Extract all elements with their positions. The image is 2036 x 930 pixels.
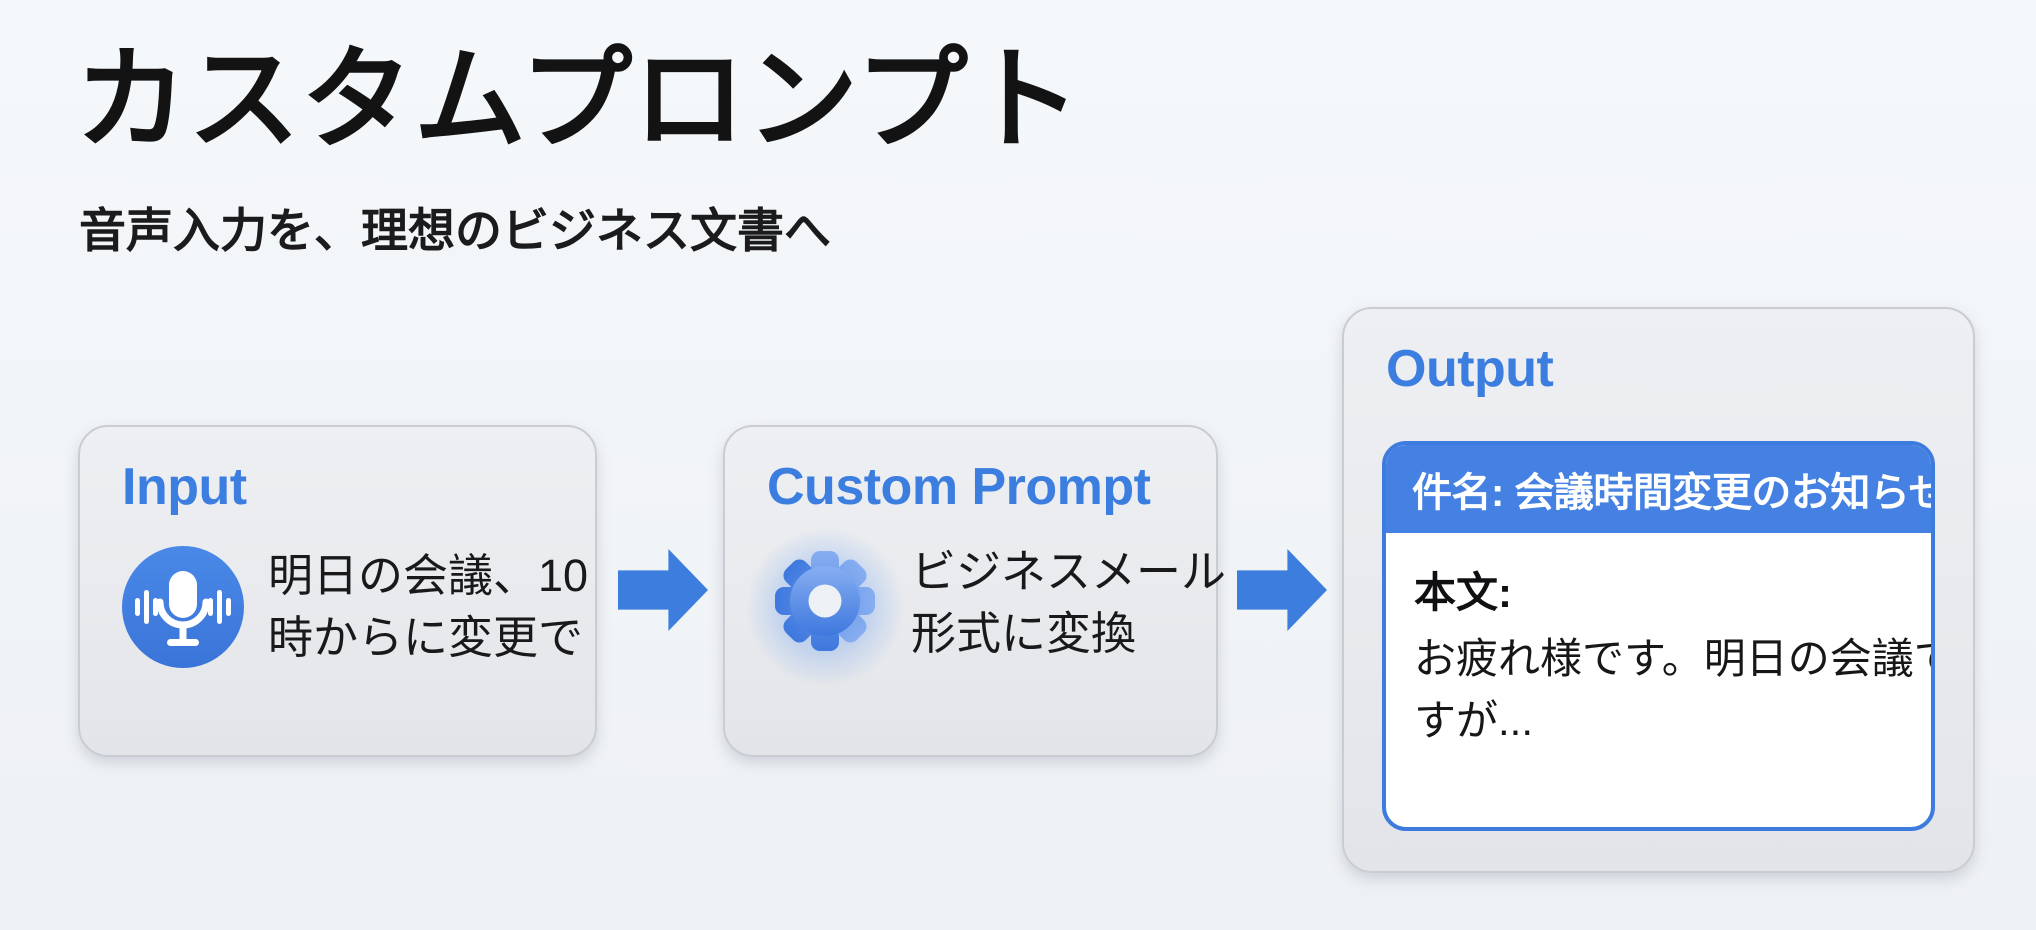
- input-card-label: Input: [122, 458, 247, 516]
- input-text-line-2: 時からに変更で: [268, 612, 584, 663]
- email-subject-bar: 件名: 会議時間変更のお知らせ: [1386, 445, 1931, 533]
- email-body: 本文: お疲れ様です。明日の会議で すが...: [1386, 533, 1931, 752]
- microphone-icon-graphic: [122, 546, 244, 668]
- gear-icon-graphic: [775, 551, 875, 651]
- output-card-label: Output: [1386, 340, 1554, 398]
- custom-prompt-text-line-2: 形式に変換: [911, 608, 1137, 659]
- custom-prompt-card: Custom Prompt: [723, 425, 1226, 757]
- email-preview: 件名: 会議時間変更のお知らせ 本文: お疲れ様です。明日の会議で すが...: [1382, 441, 1935, 831]
- arrow-right-icon: [618, 549, 708, 631]
- gear-icon: [745, 527, 905, 687]
- input-card-content: 明日の会議、10 時からに変更で: [122, 545, 588, 669]
- arrow-right-icon: [1237, 549, 1327, 631]
- email-body-label: 本文:: [1414, 569, 1512, 616]
- custom-prompt-text-line-1: ビジネスメール: [911, 546, 1227, 597]
- custom-prompt-card-label: Custom Prompt: [767, 458, 1151, 516]
- email-body-line-2: すが...: [1414, 697, 1534, 744]
- custom-prompt-card-content: ビジネスメール 形式に変換: [745, 527, 1226, 687]
- email-subject: 件名: 会議時間変更のお知らせ: [1412, 471, 1935, 515]
- page-subtitle: 音声入力を、理想のビジネス文書へ: [79, 204, 831, 257]
- input-card: Input: [78, 425, 597, 757]
- email-body-line-1: お疲れ様です。明日の会議で: [1414, 635, 1935, 682]
- page-title: カスタムプロンプト: [75, 37, 1082, 162]
- microphone-icon: [122, 546, 244, 668]
- input-text-line-1: 明日の会議、10: [268, 550, 589, 601]
- custom-prompt-text: ビジネスメール 形式に変換: [911, 541, 1226, 665]
- output-card: Output 件名: 会議時間変更のお知らせ 本文: お疲れ様です。明日の会議で…: [1342, 307, 1975, 873]
- input-text: 明日の会議、10 時からに変更で: [268, 545, 588, 669]
